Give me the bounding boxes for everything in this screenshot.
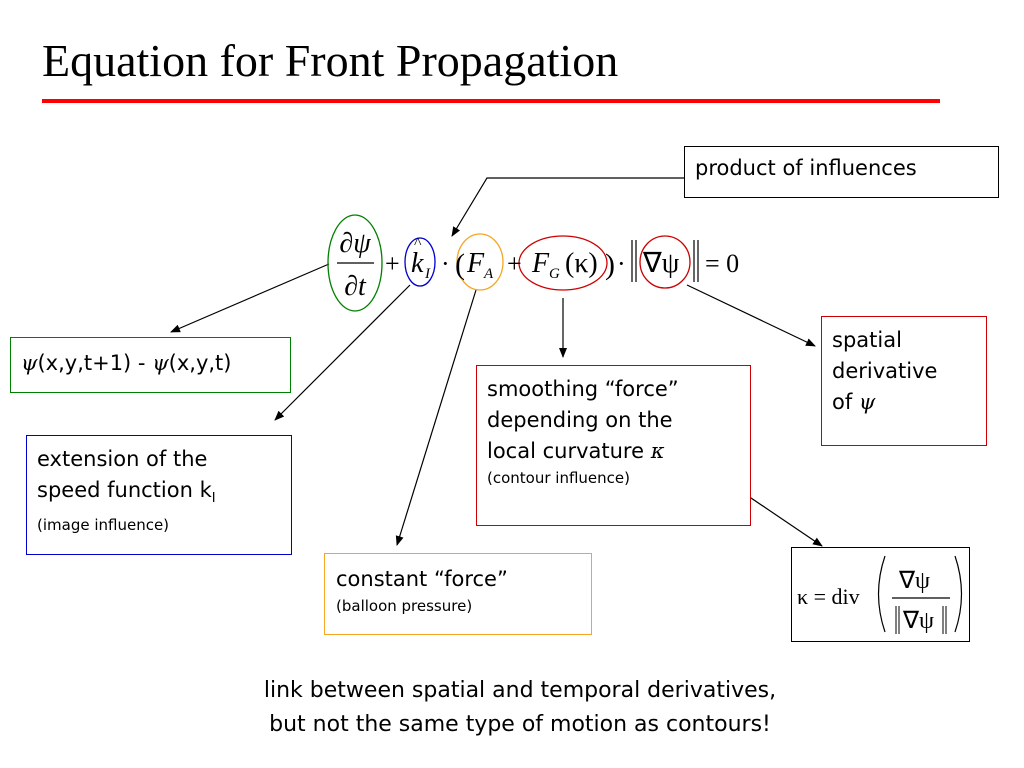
extension-line1: extension of the xyxy=(37,447,208,471)
eq-equals-zero: = 0 xyxy=(705,249,739,278)
extension-note: (image influence) xyxy=(37,516,170,535)
extension-subscript: I xyxy=(211,491,216,507)
circle-F-G xyxy=(518,235,608,291)
temporal-part1: (x,y,t+1) - xyxy=(37,351,153,375)
eq-lparen: ( xyxy=(455,248,465,281)
psi-symbol: ψ xyxy=(21,351,38,375)
psi-symbol: ψ xyxy=(858,390,876,414)
psi-symbol: ψ xyxy=(152,351,169,375)
kappa-lhs: κ = div xyxy=(797,584,860,609)
front-propagation-equation: ∂ψ ∂t + ^ k I · ( F A + F G (κ) ) · ∇ψ =… xyxy=(337,228,739,302)
kappa-numerator: ∇ψ xyxy=(898,568,930,594)
spatial-line1: spatial xyxy=(832,328,902,352)
eq-nabla-psi: ∇ψ xyxy=(642,248,680,279)
kappa-symbol: κ xyxy=(650,439,665,463)
kappa-formula: κ = div ∇ψ ∇ψ xyxy=(797,555,963,634)
label-smoothing-force: smoothing “force” depending on the local… xyxy=(476,365,751,526)
label-product-of-influences: product of influences xyxy=(684,146,999,198)
extension-line2: speed function kI xyxy=(37,475,216,514)
extension-line2-text: speed function k xyxy=(37,478,212,502)
smoothing-line2: depending on the xyxy=(487,408,673,432)
eq-k: k xyxy=(411,248,424,279)
slide-title: Equation for Front Propagation xyxy=(42,35,619,86)
eq-dot-1: · xyxy=(441,249,450,278)
eq-plus-1: + xyxy=(385,249,400,278)
circle-gradient xyxy=(639,235,691,289)
eq-F-A: F xyxy=(466,248,485,279)
constant-line1: constant “force” xyxy=(336,567,508,591)
title-underline xyxy=(42,99,940,103)
kappa-lparen xyxy=(877,555,886,633)
eq-plus-2: + xyxy=(507,249,522,278)
arrow-temporal xyxy=(170,263,330,333)
kappa-denominator: ∇ψ xyxy=(902,608,934,634)
label-kappa-definition: κ = div ∇ψ ∇ψ xyxy=(791,547,970,642)
kappa-rparen xyxy=(954,555,963,633)
constant-note: (balloon pressure) xyxy=(336,597,473,615)
label-extension-speed-function: extension of the speed function kI (imag… xyxy=(26,435,292,555)
spatial-line3: of ψ xyxy=(832,387,937,418)
label-temporal-difference: ψ(x,y,t+1) - ψ(x,y,t) xyxy=(10,337,291,393)
label-constant-force: constant “force” (balloon pressure) xyxy=(324,553,592,635)
temporal-part2: (x,y,t) xyxy=(168,351,232,375)
arrow-spatial xyxy=(686,284,816,347)
spatial-line2: derivative xyxy=(832,359,938,383)
temporal-text: ψ(x,y,t+1) - ψ(x,y,t) xyxy=(21,348,231,379)
eq-kappa-arg: (κ) xyxy=(565,248,598,279)
conclusion-line2: but not the same type of motion as conto… xyxy=(269,712,771,737)
eq-dot-2: · xyxy=(617,249,626,278)
eq-rparen: ) xyxy=(605,248,615,281)
conclusion-line1: link between spatial and temporal deriva… xyxy=(263,678,777,703)
eq-F-A-sub: A xyxy=(483,266,494,282)
eq-k-hat-accent: ^ xyxy=(414,235,422,252)
circle-F-A xyxy=(456,233,504,291)
smoothing-line1: smoothing “force” xyxy=(487,377,679,401)
smoothing-line3: local curvature κ xyxy=(487,436,679,467)
eq-d-psi: ∂ψ xyxy=(339,228,371,259)
spatial-line3-text: of xyxy=(832,390,859,414)
arrow-product xyxy=(451,177,684,237)
smoothing-line3-text: local curvature xyxy=(487,439,651,463)
circle-time-derivative xyxy=(327,214,383,312)
label-spatial-derivative: spatial derivative of ψ xyxy=(821,316,987,446)
eq-F-G-sub: G xyxy=(549,266,560,282)
product-text: product of influences xyxy=(695,156,917,180)
arrow-constant xyxy=(395,289,477,546)
circle-k-I xyxy=(404,237,436,287)
eq-F-G: F xyxy=(531,248,550,279)
eq-d-t: ∂t xyxy=(344,271,367,302)
arrow-extension xyxy=(274,284,411,421)
eq-k-sub: I xyxy=(424,266,431,282)
smoothing-note: (contour influence) xyxy=(487,469,630,487)
conclusion-text: link between spatial and temporal deriva… xyxy=(180,674,860,742)
